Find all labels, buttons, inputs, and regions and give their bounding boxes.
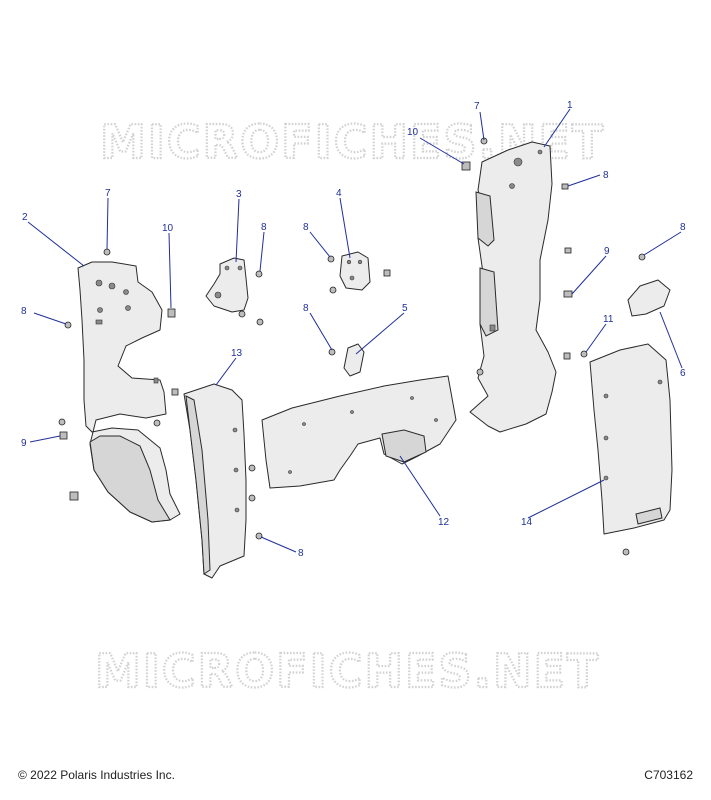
callout-13: 13 — [231, 348, 243, 359]
callout-8-far-right: 8 — [680, 222, 686, 233]
part-left-inner-panel — [77, 261, 181, 523]
callout-labels: 7 1 10 8 7 3 8 4 2 10 8 8 9 8 8 5 11 13 … — [21, 100, 686, 559]
part-back-panel-12 — [261, 375, 457, 489]
callout-8-left: 8 — [21, 306, 27, 317]
fasteners — [58, 137, 646, 556]
watermark-bottom: MICROFICHES.NET — [95, 644, 600, 698]
callout-14: 14 — [521, 517, 533, 528]
callout-9-right: 9 — [604, 246, 610, 257]
callout-8-bracket-3: 8 — [261, 222, 267, 233]
callout-8-bottom: 8 — [298, 548, 304, 559]
callout-10-left: 10 — [162, 223, 174, 234]
callout-3: 3 — [236, 189, 242, 200]
part-bracket-4 — [339, 251, 371, 291]
part-clip-5 — [343, 343, 365, 377]
callout-11: 11 — [603, 314, 614, 325]
part-cover-plate-6 — [627, 279, 671, 317]
part-right-inner-panel — [469, 141, 557, 433]
callout-10-right: 10 — [407, 127, 419, 138]
callout-8-right-top: 8 — [603, 170, 609, 181]
figure-code: C703162 — [644, 768, 693, 782]
callout-5: 5 — [402, 303, 408, 314]
leader-lines — [27, 108, 683, 553]
callout-12: 12 — [438, 517, 450, 528]
callout-1: 1 — [567, 100, 573, 111]
callout-2: 2 — [22, 212, 28, 223]
callout-9-left: 9 — [21, 438, 27, 449]
callout-6: 6 — [680, 368, 686, 379]
callout-7-top-right: 7 — [474, 101, 480, 112]
part-side-panel-14 — [589, 343, 673, 535]
callout-8-clip: 8 — [303, 303, 309, 314]
copyright-notice: © 2022 Polaris Industries Inc. — [18, 768, 175, 782]
callout-4: 4 — [336, 188, 342, 199]
part-bracket-3 — [205, 257, 249, 313]
callout-8-bracket-4: 8 — [303, 222, 309, 233]
part-side-panel-13 — [183, 383, 247, 579]
callout-7-left: 7 — [105, 188, 111, 199]
